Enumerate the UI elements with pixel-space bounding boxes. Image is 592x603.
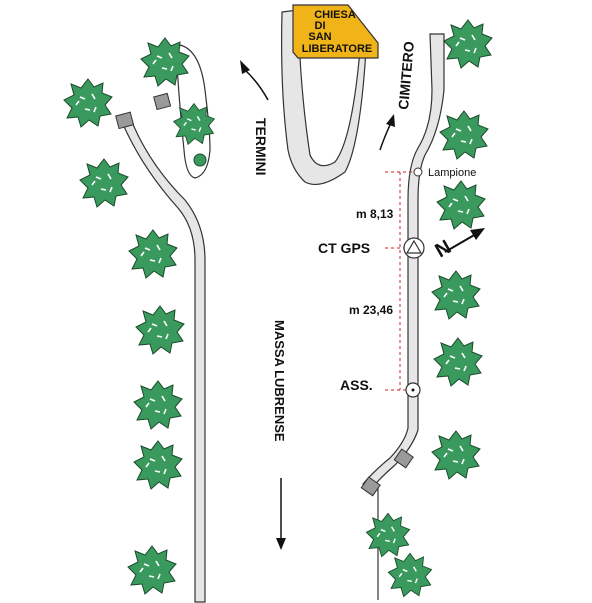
tree-icon bbox=[365, 512, 411, 558]
tree-icon bbox=[436, 180, 486, 230]
ct-gps-label: CT GPS bbox=[318, 240, 370, 256]
church-building bbox=[292, 4, 379, 59]
ass-label: ASS. bbox=[340, 377, 373, 393]
tree-icon bbox=[127, 545, 177, 595]
massa-lubrense-label: MASSA LUBRENSE bbox=[272, 320, 287, 442]
survey-point-icon bbox=[411, 388, 415, 392]
tree-icon bbox=[439, 110, 489, 160]
arrow-icon bbox=[386, 114, 395, 127]
church-label-line1: CHIESA bbox=[314, 9, 356, 21]
church-road bbox=[281, 9, 367, 185]
north-arrow-icon bbox=[444, 233, 477, 253]
cimitero-label: CIMITERO bbox=[395, 41, 417, 111]
tree-icon bbox=[433, 337, 483, 387]
tree-icon bbox=[79, 158, 129, 208]
post-icon bbox=[115, 111, 135, 130]
tree-icon bbox=[387, 552, 433, 598]
arrow-icon bbox=[240, 60, 250, 74]
tree-icon bbox=[133, 440, 183, 490]
north-label: N bbox=[432, 236, 456, 262]
north-arrow-icon bbox=[470, 228, 485, 240]
arrow-icon bbox=[379, 124, 391, 151]
distance-upper-label: m 8,13 bbox=[356, 207, 394, 221]
distance-lower-label: m 23,46 bbox=[349, 303, 393, 317]
arrow-icon bbox=[276, 538, 286, 550]
tree-icon bbox=[135, 305, 185, 355]
lamp-post-icon bbox=[413, 167, 423, 177]
tree-icon bbox=[128, 229, 178, 279]
tree-icon bbox=[443, 19, 493, 69]
small-tree-icon bbox=[193, 153, 207, 167]
arrow-icon bbox=[244, 69, 269, 101]
lampione-label: Lampione bbox=[428, 167, 476, 179]
tree-icon bbox=[63, 78, 113, 128]
tree-icon bbox=[431, 430, 481, 480]
survey-triangle-icon bbox=[405, 239, 423, 254]
termini-label: TERMINI bbox=[253, 118, 269, 176]
post-icon bbox=[360, 476, 381, 497]
post-icon bbox=[393, 448, 414, 469]
tree-icon bbox=[431, 270, 481, 320]
left-road bbox=[121, 121, 206, 603]
church-label-line4: LIBERATORE bbox=[302, 43, 373, 55]
post-icon bbox=[153, 92, 172, 111]
church-label-line3: SAN bbox=[308, 31, 331, 43]
church-label-line2: DI bbox=[315, 20, 326, 32]
tree-icon bbox=[133, 380, 183, 430]
